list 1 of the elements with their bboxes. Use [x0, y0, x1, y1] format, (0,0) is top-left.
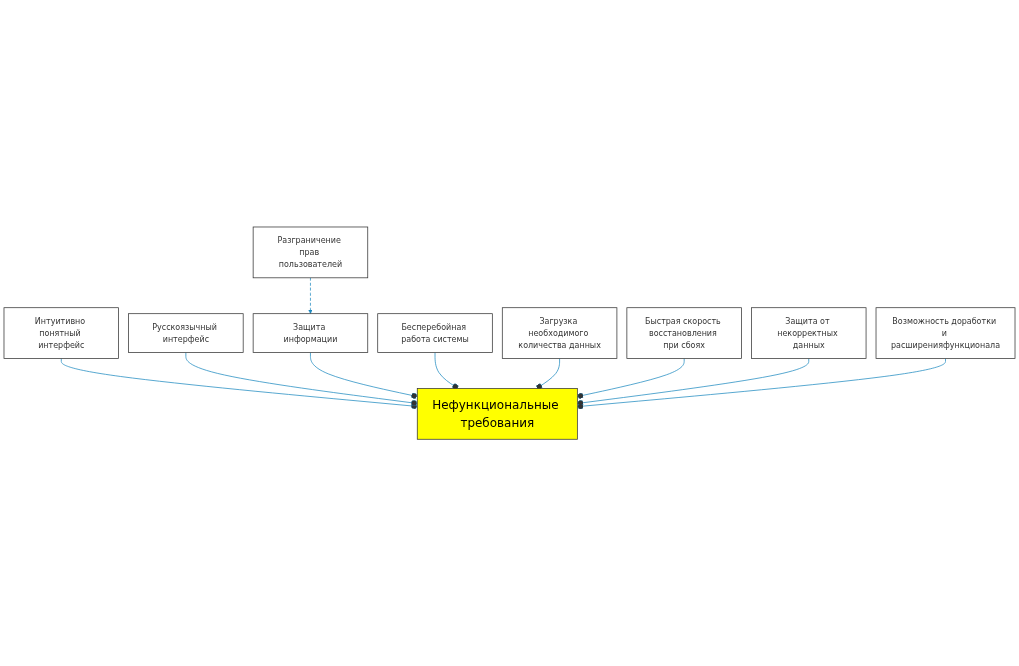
node-box: Нефункциональные требования — [416, 387, 578, 440]
